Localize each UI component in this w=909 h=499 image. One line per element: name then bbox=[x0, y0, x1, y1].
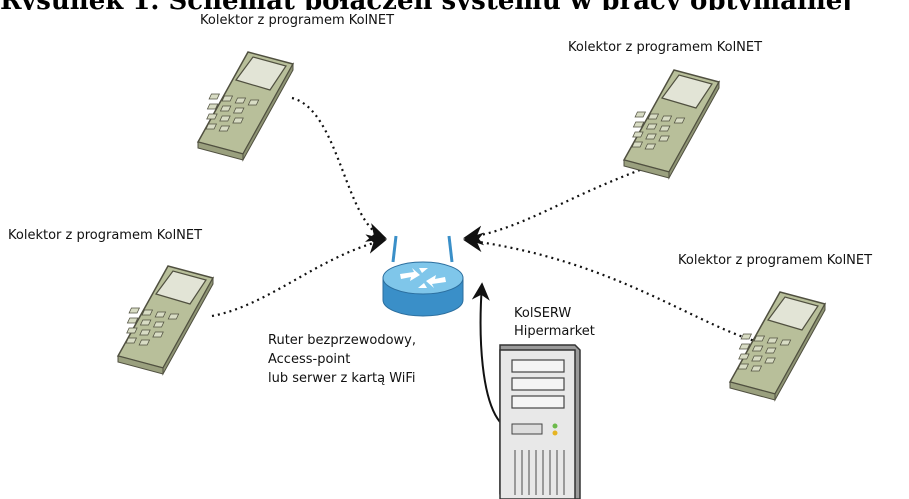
link-collector-4 bbox=[463, 232, 771, 347]
router-label-line-3: lub serwer z kartą WiFi bbox=[268, 371, 416, 386]
server-label-line-1: KolSERW bbox=[514, 306, 572, 321]
link-server bbox=[471, 282, 501, 423]
collector-device-3 bbox=[623, 69, 720, 179]
collector-device-4 bbox=[729, 291, 826, 401]
server-label-line-2: Hipermarket bbox=[514, 324, 595, 339]
server-device bbox=[499, 344, 581, 499]
collector-device-2 bbox=[117, 265, 214, 375]
router-label-line-2: Access-point bbox=[268, 352, 351, 367]
router-device bbox=[382, 235, 464, 317]
diagram-title: Rysunek 1. Schemat połączeń systemu w pr… bbox=[0, 0, 909, 10]
collector-label-3: Kolektor z programem KolNET bbox=[8, 228, 203, 243]
collector-label-2: Kolektor z programem KolNET bbox=[568, 40, 763, 55]
router-label-line-1: Ruter bezprzewodowy, bbox=[268, 333, 417, 348]
collector-label-1: Kolektor z programem KolNET bbox=[200, 13, 395, 28]
link-collector-2 bbox=[211, 234, 387, 318]
link-collector-3 bbox=[463, 168, 641, 246]
collector-device-1 bbox=[197, 51, 294, 161]
link-collector-1 bbox=[291, 96, 387, 242]
collector-label-4: Kolektor z programem KolNET bbox=[678, 253, 873, 268]
